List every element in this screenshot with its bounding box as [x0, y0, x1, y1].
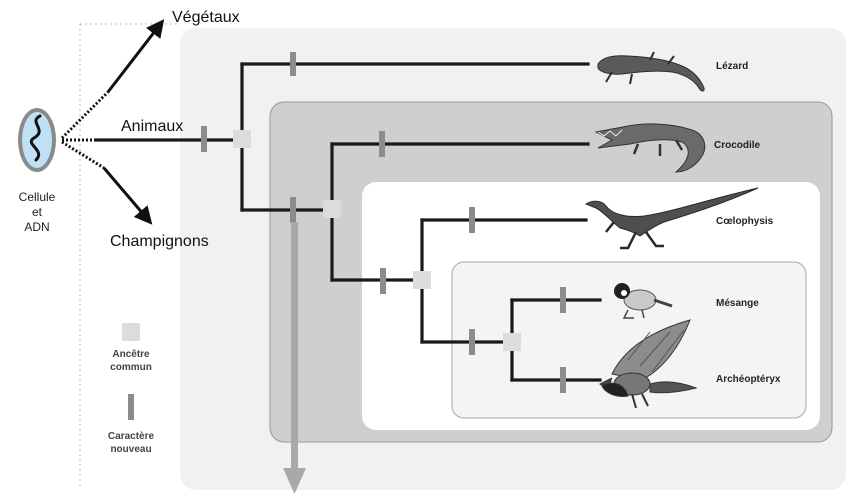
archaeopteryx-icon	[598, 319, 698, 409]
taxon-label-coelophysis: Cœlophysis	[716, 216, 774, 227]
legend-character-line2: nouveau	[110, 444, 151, 455]
arrow-plants	[106, 19, 165, 93]
legend-ancestor-line1: Ancêtre	[112, 349, 150, 360]
taxon-label-crocodile: Crocodile	[714, 140, 761, 151]
cellule-label-line1: Cellule	[19, 190, 56, 204]
titmouse-icon	[614, 283, 673, 319]
taxon-label-archeopteryx: Archéoptéryx	[716, 374, 781, 385]
dotted-link-plants	[60, 90, 110, 140]
animaux-label: Animaux	[121, 118, 183, 135]
taxon-label-mesange: Mésange	[716, 298, 759, 309]
champignons-label: Champignons	[110, 233, 209, 250]
legend-ancestor-swatch	[122, 323, 140, 341]
arrow-fungi	[102, 167, 153, 225]
legend-character-swatch	[128, 394, 134, 420]
legend-character-line1: Caractère	[108, 431, 155, 442]
ancestor-node-2	[323, 200, 341, 218]
down-arrow	[283, 222, 306, 494]
taxon-label-lezard: Lézard	[716, 61, 748, 72]
cellule-label-line3: ADN	[24, 220, 49, 234]
coelophysis-icon	[584, 187, 759, 250]
cell-dna-icon	[18, 108, 56, 172]
crocodile-icon	[594, 123, 706, 173]
legend-ancestor-line2: commun	[110, 362, 152, 373]
vegetaux-label: Végétaux	[172, 9, 240, 26]
legend: Ancêtre commun Caractère nouveau	[108, 323, 155, 455]
lizard-icon	[597, 51, 705, 92]
ancestor-node-3	[413, 271, 431, 289]
character-ticks	[201, 52, 566, 393]
cellule-label-line2: et	[32, 205, 43, 219]
ancestor-node-4	[503, 333, 521, 351]
dotted-link-fungi	[61, 140, 105, 170]
ancestor-node-1	[233, 130, 251, 148]
